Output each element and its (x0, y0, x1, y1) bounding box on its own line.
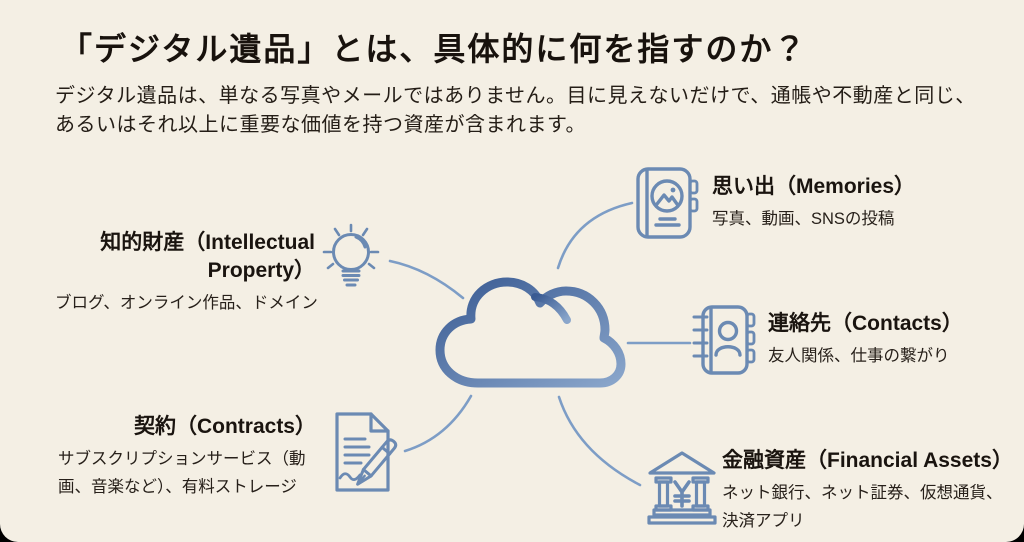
connector-memories (556, 201, 634, 270)
node-financial-assets-description: ネット銀行、ネット証券、仮想通貨、決済アプリ (722, 484, 1003, 530)
node-contracts-title: 契約（Contracts） (133, 415, 316, 438)
photo-album-icon (636, 167, 699, 239)
node-intellectual-property-title: 知的財産（Intellectual Property） (100, 231, 315, 283)
node-memories-description: 写真、動画、SNSの投稿 (712, 210, 895, 229)
node-contracts-description: サブスクリプションサービス（動画、音楽など）、有料ストレージ (58, 450, 306, 496)
node-memories: 思い出（Memories） 写真、動画、SNSの投稿 (712, 173, 982, 234)
connector-contracts (403, 394, 473, 453)
node-intellectual-property: 知的財産（Intellectual Property） ブログ、オンライン作品、… (55, 229, 318, 318)
node-intellectual-property-description: ブログ、オンライン作品、ドメイン (55, 294, 318, 313)
connector-intellectual-property (388, 259, 465, 300)
node-contracts: 契約（Contracts） サブスクリプションサービス（動画、音楽など）、有料ス… (58, 413, 316, 502)
bank-icon (647, 451, 717, 525)
node-financial-assets: 金融資産（Financial Assets） ネット銀行、ネット証券、仮想通貨、… (722, 447, 1017, 536)
node-contacts-title: 連絡先（Contacts） (768, 312, 963, 335)
node-financial-assets-title: 金融資産（Financial Assets） (722, 449, 1013, 472)
cloud-icon (435, 277, 626, 388)
lightbulb-icon (322, 223, 380, 287)
node-memories-title: 思い出（Memories） (712, 175, 916, 198)
node-contacts-description: 友人関係、仕事の繋がり (768, 347, 950, 366)
node-contacts: 連絡先（Contacts） 友人関係、仕事の繋がり (768, 310, 1008, 371)
document-signing-icon (335, 412, 398, 492)
connector-financial-assets (557, 395, 642, 487)
address-book-icon (692, 305, 756, 375)
page-description: デジタル遺品は、単なる写真やメールではありません。目に見えないだけで、通帳や不動… (55, 85, 976, 137)
page-title: 「デジタル遺品」とは、具体的に何を指すのか？ (60, 31, 808, 67)
